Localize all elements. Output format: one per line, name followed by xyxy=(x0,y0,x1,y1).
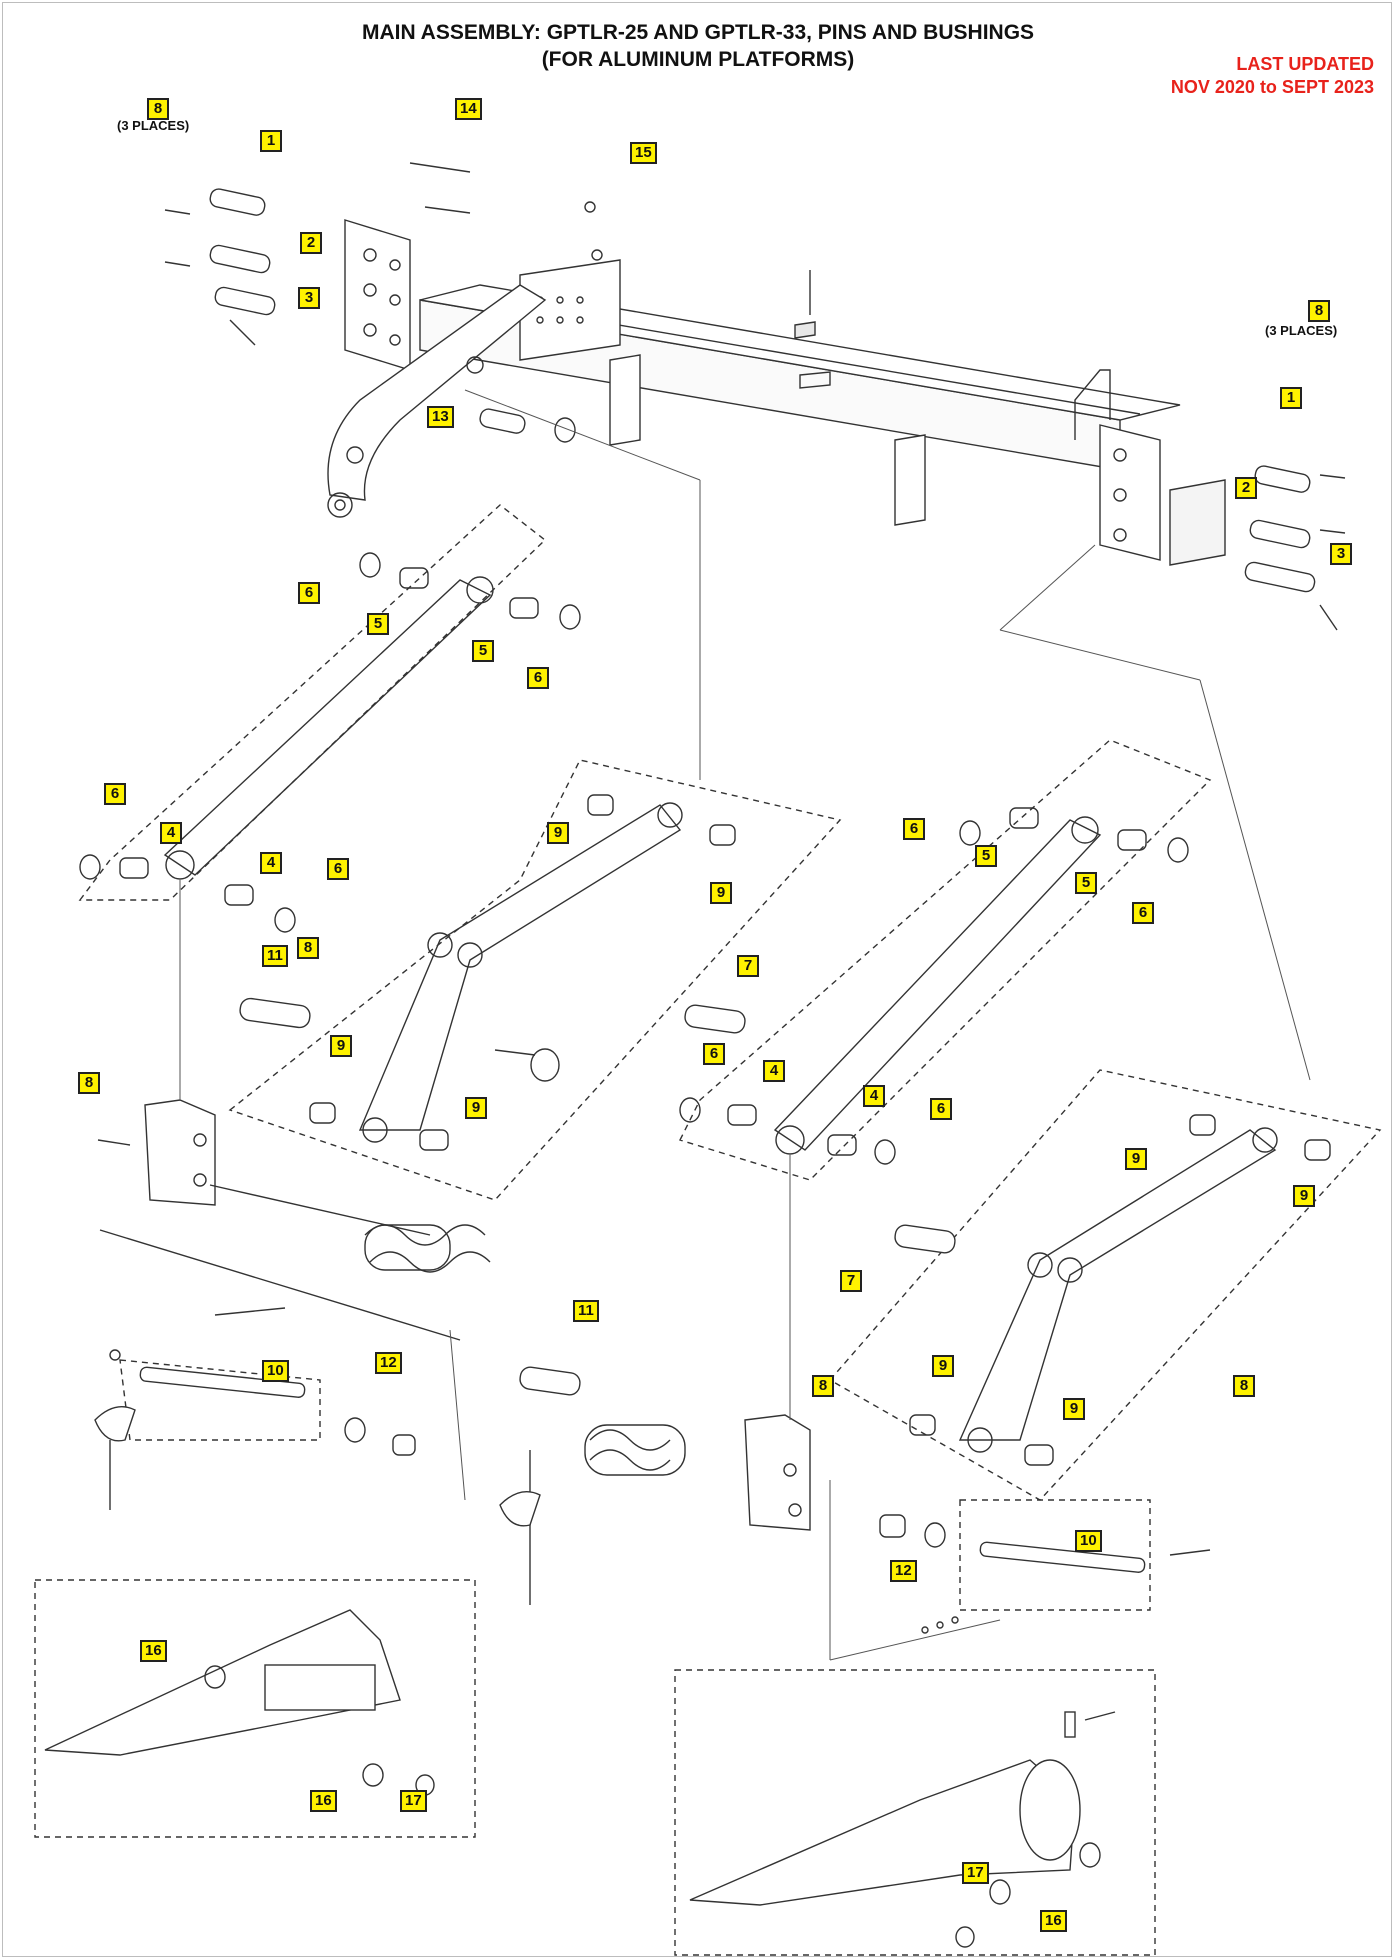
callout-9-d: 9 xyxy=(465,1097,487,1119)
callout-4-d: 4 xyxy=(863,1085,885,1107)
upper-right-link-arm xyxy=(679,739,1212,1181)
callout-16-a: 16 xyxy=(140,1640,167,1662)
callout-9-g: 9 xyxy=(932,1355,954,1377)
left-lever-assembly xyxy=(94,1307,416,1510)
callout-3: 3 xyxy=(298,287,320,309)
callout-9-f: 9 xyxy=(1293,1185,1315,1207)
callout-8-right: 8 xyxy=(1308,300,1330,322)
callout-11-a: 11 xyxy=(262,945,288,967)
callout-1: 1 xyxy=(260,130,282,152)
callout-6-f: 6 xyxy=(1132,902,1154,924)
diagram-title-line2: (FOR ALUMINUM PLATFORMS) xyxy=(541,48,855,71)
detail-view-left xyxy=(34,1579,476,1838)
callout-10-b: 10 xyxy=(1075,1530,1102,1552)
upper-left-link-arm xyxy=(78,504,581,933)
last-updated-label: LAST UPDATED xyxy=(1236,54,1374,74)
right-lever-assembly xyxy=(879,1499,1211,1634)
callout-4-a: 4 xyxy=(160,822,182,844)
callout-12-b: 12 xyxy=(890,1560,917,1582)
callout-11-b: 11 xyxy=(573,1300,599,1322)
left-lift-arm xyxy=(228,759,842,1201)
three-places-note-right: (3 PLACES) xyxy=(1265,323,1338,338)
callout-6-e: 6 xyxy=(903,818,925,840)
callout-16-c: 16 xyxy=(1040,1910,1067,1932)
detail-view-right xyxy=(674,1669,1156,1956)
frame-pins-right xyxy=(1244,465,1346,631)
callout-12-a: 12 xyxy=(375,1352,402,1374)
callout-2-right: 2 xyxy=(1235,477,1257,499)
callout-8-c: 8 xyxy=(78,1072,100,1094)
diagram-title-line1: MAIN ASSEMBLY: GPTLR-25 AND GPTLR-33, PI… xyxy=(361,21,1035,44)
callout-4-b: 4 xyxy=(260,852,282,874)
callout-6-g: 6 xyxy=(703,1043,725,1065)
callout-6-d: 6 xyxy=(327,858,349,880)
leader-lines xyxy=(179,389,1311,1661)
callout-2: 2 xyxy=(300,232,322,254)
callout-15: 15 xyxy=(630,142,657,164)
callout-8-d: 8 xyxy=(1233,1375,1255,1397)
callout-5-a: 5 xyxy=(367,613,389,635)
callout-16-b: 16 xyxy=(310,1790,337,1812)
callout-4-c: 4 xyxy=(763,1060,785,1082)
callout-5-b: 5 xyxy=(472,640,494,662)
callout-8-e: 8 xyxy=(812,1375,834,1397)
callout-9-h: 9 xyxy=(1063,1398,1085,1420)
callout-9-a: 9 xyxy=(547,822,569,844)
frame-pins-left xyxy=(164,162,603,443)
callout-8: 8 xyxy=(147,98,169,120)
three-places-note: (3 PLACES) xyxy=(117,118,190,133)
frame-hook-arm xyxy=(327,284,547,518)
callout-10-a: 10 xyxy=(262,1360,289,1382)
callout-3-right: 3 xyxy=(1330,543,1352,565)
callout-9-c: 9 xyxy=(330,1035,352,1057)
callout-6-a: 6 xyxy=(298,582,320,604)
main-frame xyxy=(344,219,1226,566)
callout-5-c: 5 xyxy=(975,845,997,867)
callout-14: 14 xyxy=(455,98,482,120)
callout-7-a: 7 xyxy=(737,955,759,977)
right-pivot-bracket xyxy=(499,1366,811,1605)
last-updated-range: NOV 2020 to SEPT 2023 xyxy=(1170,77,1374,97)
callout-6-b: 6 xyxy=(527,667,549,689)
callout-1-right: 1 xyxy=(1280,387,1302,409)
callout-5-d: 5 xyxy=(1075,872,1097,894)
left-pivot-bracket xyxy=(97,1099,491,1341)
callout-7-b: 7 xyxy=(840,1270,862,1292)
callout-6-h: 6 xyxy=(930,1098,952,1120)
callout-6-c: 6 xyxy=(104,783,126,805)
callout-13: 13 xyxy=(427,406,454,428)
callout-17-a: 17 xyxy=(400,1790,427,1812)
callout-8-b: 8 xyxy=(297,937,319,959)
right-lift-arm xyxy=(828,1069,1382,1501)
callout-9-b: 9 xyxy=(710,882,732,904)
callout-17-b: 17 xyxy=(962,1862,989,1884)
callout-9-e: 9 xyxy=(1125,1148,1147,1170)
